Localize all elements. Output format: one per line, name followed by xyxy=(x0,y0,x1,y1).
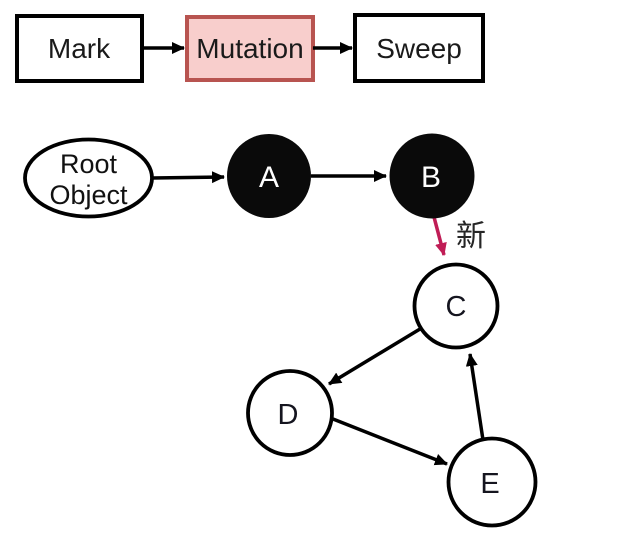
node-a: A xyxy=(227,134,311,218)
mutation-box-label: Mutation xyxy=(196,33,303,64)
root-object-label-line2: Object xyxy=(49,180,128,210)
mutation-box xyxy=(185,15,315,82)
node-e: E xyxy=(446,436,538,528)
mark-box-label: Mark xyxy=(48,33,111,64)
node-root-object: Root Object xyxy=(23,137,154,219)
root-object-label-line1: Root xyxy=(60,149,118,179)
flow-row: Mark Mutation Sweep xyxy=(15,13,485,83)
flow-step-mark: Mark xyxy=(15,14,144,83)
edge-c-to-d xyxy=(328,327,421,386)
root-object-shape xyxy=(23,137,154,219)
node-c: C xyxy=(412,262,500,350)
sweep-box xyxy=(353,13,485,83)
edge-d-to-e xyxy=(332,417,448,466)
edge-e-to-c xyxy=(465,353,485,441)
edge-b-to-c-new-reference xyxy=(432,216,447,256)
node-a-shape xyxy=(227,134,311,218)
node-e-shape xyxy=(446,436,538,528)
flow-step-mutation: Mutation xyxy=(185,15,315,82)
flow-step-sweep: Sweep xyxy=(353,13,485,83)
object-graph: 新 Root Object A B C xyxy=(23,133,538,528)
mark-box xyxy=(15,14,144,83)
node-b-shape xyxy=(389,133,475,219)
new-reference-label: 新 xyxy=(456,220,486,253)
node-d-label: D xyxy=(278,399,299,431)
node-c-shape xyxy=(412,262,500,350)
node-b-label: B xyxy=(421,161,441,194)
node-b: B xyxy=(389,133,475,219)
sweep-box-label: Sweep xyxy=(376,33,462,64)
edge-root-to-a xyxy=(151,171,225,184)
node-d: D xyxy=(246,369,334,457)
node-d-shape xyxy=(246,369,334,457)
node-c-label: C xyxy=(446,291,467,323)
node-e-label: E xyxy=(480,468,499,500)
node-a-label: A xyxy=(259,161,279,194)
